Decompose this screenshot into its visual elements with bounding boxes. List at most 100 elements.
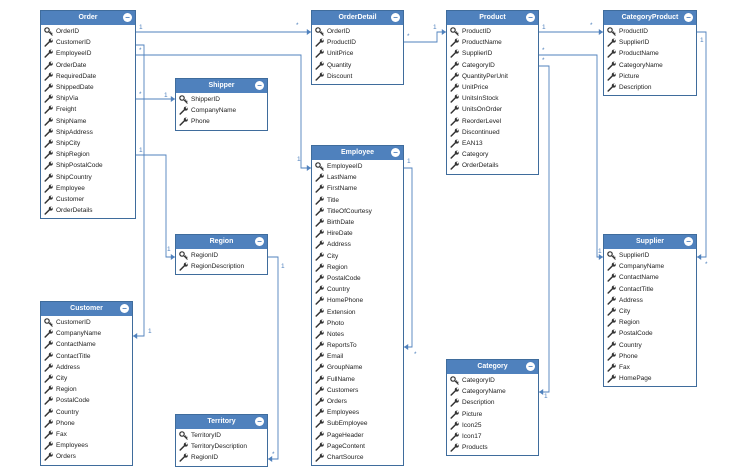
field-row[interactable]: Orders — [41, 451, 132, 462]
collapse-icon[interactable]: − — [684, 237, 693, 246]
field-row[interactable]: EAN13 — [447, 138, 538, 149]
collapse-icon[interactable]: − — [255, 81, 264, 90]
field-row[interactable]: ChartSource — [312, 452, 403, 463]
key-field-row[interactable]: EmployeeID — [312, 161, 403, 172]
field-row[interactable]: QuantityPerUnit — [447, 71, 538, 82]
field-row[interactable]: Picture — [604, 71, 696, 82]
collapse-icon[interactable]: − — [391, 148, 400, 157]
field-row[interactable]: FullName — [312, 374, 403, 385]
field-row[interactable]: Orders — [312, 396, 403, 407]
field-row[interactable]: HomePage — [604, 373, 696, 384]
field-row[interactable]: Quantity — [312, 60, 403, 71]
field-row[interactable]: Title — [312, 195, 403, 206]
field-row[interactable]: UnitPrice — [447, 82, 538, 93]
field-row[interactable]: RegionDescription — [176, 261, 267, 272]
field-row[interactable]: ShipCity — [41, 138, 135, 149]
field-row[interactable]: TerritoryDescription — [176, 441, 267, 452]
entity-header[interactable]: CategoryProduct− — [604, 11, 696, 25]
field-row[interactable]: Region — [41, 384, 132, 395]
field-row[interactable]: CustomerID — [41, 37, 135, 48]
collapse-icon[interactable]: − — [120, 304, 129, 313]
key-field-row[interactable]: ProductID — [604, 26, 696, 37]
field-row[interactable]: ContactName — [604, 272, 696, 283]
field-row[interactable]: ShipName — [41, 116, 135, 127]
field-row[interactable]: Region — [604, 317, 696, 328]
entity-header[interactable]: Customer− — [41, 302, 132, 316]
collapse-icon[interactable]: − — [255, 417, 264, 426]
field-row[interactable]: Icon17 — [447, 431, 538, 442]
field-row[interactable]: PostalCode — [604, 328, 696, 339]
entity-header[interactable]: Employee− — [312, 146, 403, 160]
field-row[interactable]: City — [604, 306, 696, 317]
field-row[interactable]: ContactTitle — [604, 284, 696, 295]
field-row[interactable]: Address — [41, 362, 132, 373]
collapse-icon[interactable]: − — [255, 237, 264, 246]
field-row[interactable]: ContactName — [41, 339, 132, 350]
field-row[interactable]: Fax — [41, 429, 132, 440]
entity-header[interactable]: Product− — [447, 11, 538, 25]
field-row[interactable]: UnitsInStock — [447, 93, 538, 104]
entity-header[interactable]: Territory− — [176, 415, 267, 429]
field-row[interactable]: CategoryID — [447, 60, 538, 71]
field-row[interactable]: Country — [41, 407, 132, 418]
key-field-row[interactable]: TerritoryID — [176, 430, 267, 441]
field-row[interactable]: ContactTitle — [41, 351, 132, 362]
field-row[interactable]: Customer — [41, 194, 135, 205]
field-row[interactable]: CategoryName — [604, 60, 696, 71]
field-row[interactable]: Discount — [312, 71, 403, 82]
field-row[interactable]: CompanyName — [176, 105, 267, 116]
field-row[interactable]: Category — [447, 149, 538, 160]
key-field-row[interactable]: SupplierID — [604, 250, 696, 261]
field-row[interactable]: UnitPrice — [312, 48, 403, 59]
field-row[interactable]: HireDate — [312, 228, 403, 239]
key-field-row[interactable]: CustomerID — [41, 317, 132, 328]
entity-header[interactable]: Category− — [447, 360, 538, 374]
field-row[interactable]: City — [312, 251, 403, 262]
field-row[interactable]: SupplierID — [604, 37, 696, 48]
field-row[interactable]: Employees — [41, 440, 132, 451]
field-row[interactable]: Fax — [604, 362, 696, 373]
field-row[interactable]: City — [41, 373, 132, 384]
key-field-row[interactable]: OrderID — [312, 26, 403, 37]
field-row[interactable]: Phone — [604, 351, 696, 362]
entity-header[interactable]: OrderDetail− — [312, 11, 403, 25]
field-row[interactable]: ReorderLevel — [447, 116, 538, 127]
field-row[interactable]: PostalCode — [41, 395, 132, 406]
field-row[interactable]: SubEmployee — [312, 418, 403, 429]
field-row[interactable]: RequiredDate — [41, 71, 135, 82]
field-row[interactable]: Phone — [176, 116, 267, 127]
field-row[interactable]: Customers — [312, 385, 403, 396]
field-row[interactable]: Discontinued — [447, 127, 538, 138]
field-row[interactable]: CategoryName — [447, 386, 538, 397]
field-row[interactable]: Products — [447, 442, 538, 453]
collapse-icon[interactable]: − — [526, 13, 535, 22]
field-row[interactable]: PageHeader — [312, 430, 403, 441]
field-row[interactable]: OrderDetails — [41, 205, 135, 216]
key-field-row[interactable]: CategoryID — [447, 375, 538, 386]
field-row[interactable]: Employees — [312, 407, 403, 418]
field-row[interactable]: Extension — [312, 306, 403, 317]
field-row[interactable]: Picture — [447, 409, 538, 420]
field-row[interactable]: Notes — [312, 329, 403, 340]
field-row[interactable]: FirstName — [312, 183, 403, 194]
field-row[interactable]: RegionID — [176, 452, 267, 463]
collapse-icon[interactable]: − — [684, 13, 693, 22]
field-row[interactable]: Description — [447, 397, 538, 408]
field-row[interactable]: Address — [604, 295, 696, 306]
collapse-icon[interactable]: − — [526, 362, 535, 371]
field-row[interactable]: ReportsTo — [312, 340, 403, 351]
field-row[interactable]: PostalCode — [312, 273, 403, 284]
key-field-row[interactable]: RegionID — [176, 250, 267, 261]
key-field-row[interactable]: OrderID — [41, 26, 135, 37]
field-row[interactable]: Country — [312, 284, 403, 295]
field-row[interactable]: Region — [312, 262, 403, 273]
